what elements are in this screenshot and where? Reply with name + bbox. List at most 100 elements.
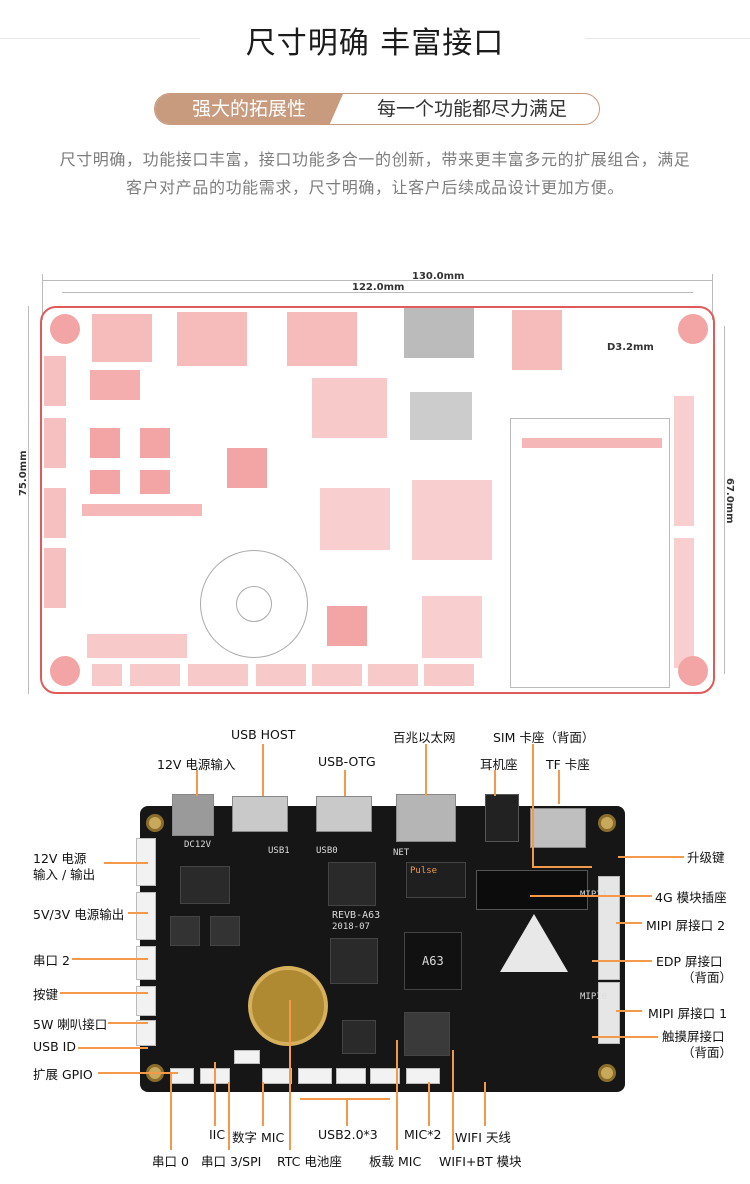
footprint-side bbox=[44, 488, 66, 538]
leader-usb-host bbox=[262, 744, 264, 796]
silk-chip: A63 bbox=[422, 954, 444, 968]
label-key: 按键 bbox=[33, 987, 59, 1002]
footprint-bga-2 bbox=[412, 480, 492, 560]
footprint-comp bbox=[90, 370, 140, 400]
label-speaker: 5W 喇叭接口 bbox=[33, 1017, 108, 1032]
mount-hole bbox=[50, 314, 80, 344]
leader-sim bbox=[532, 744, 534, 866]
board-mount-hole bbox=[146, 814, 164, 832]
footprint-bottom-hdr bbox=[424, 664, 474, 686]
label-power-in: 12V 电源输入 bbox=[157, 757, 236, 772]
label-touch-2: （背面） bbox=[682, 1045, 733, 1060]
label-uart3-spi: 串口 3/SPI bbox=[201, 1154, 262, 1169]
label-digital-mic: 数字 MIC bbox=[232, 1130, 285, 1145]
hdr-power-out bbox=[136, 892, 156, 940]
footprint-bottom-hdr bbox=[368, 664, 418, 686]
board-outline: D3.2mm bbox=[40, 306, 715, 694]
footprint-comp bbox=[90, 470, 120, 494]
leader-rtc bbox=[289, 1000, 291, 1150]
footprint-bottom-hdr bbox=[87, 634, 187, 658]
board-mount-hole bbox=[598, 814, 616, 832]
footprint-bottom-hdr bbox=[188, 664, 248, 686]
leader-uart2 bbox=[72, 958, 148, 960]
usb-otg-port bbox=[316, 796, 372, 832]
silk-usb0: USB0 bbox=[316, 846, 338, 856]
pcb-chip bbox=[180, 866, 230, 904]
dim-label-130: 130.0mm bbox=[412, 271, 465, 282]
footprint-ram bbox=[312, 378, 387, 438]
label-upgrade: 升级键 bbox=[687, 850, 725, 865]
footprint-comp bbox=[140, 428, 170, 458]
footprint-ethernet bbox=[404, 308, 474, 358]
footprint-comp bbox=[82, 504, 202, 516]
wifi-bt-module bbox=[404, 1012, 450, 1056]
leader-sim-h bbox=[532, 866, 592, 868]
silk-mipi0: MIPI0 bbox=[580, 992, 608, 1002]
leader-speaker bbox=[108, 1022, 148, 1024]
hdr-usb-b bbox=[336, 1068, 366, 1084]
label-touch-1: 触摸屏接口 bbox=[662, 1029, 725, 1044]
label-rtc: RTC 电池座 bbox=[277, 1154, 342, 1169]
hdr-iic bbox=[234, 1050, 260, 1064]
dc-jack bbox=[172, 794, 214, 836]
leader-earphone bbox=[494, 770, 496, 796]
dim-line-67 bbox=[724, 326, 725, 674]
dim-label-67: 67.0mm bbox=[724, 478, 735, 524]
footprint-rtc-battery bbox=[200, 550, 308, 658]
hdr-mic2 bbox=[406, 1068, 440, 1084]
mount-hole bbox=[678, 314, 708, 344]
board-photo: DC12V USB1 USB0 NET REVB-A63 2018-07 Pul… bbox=[136, 794, 625, 1092]
mipi1-connector bbox=[598, 982, 620, 1044]
pill-label-left: 强大的拓展性 bbox=[155, 94, 343, 124]
usb-host-port bbox=[232, 796, 288, 832]
footprint-cpu-small bbox=[227, 448, 267, 488]
hdr-uart2 bbox=[136, 946, 156, 980]
tf-slot bbox=[530, 808, 586, 848]
label-usb-host: USB HOST bbox=[231, 727, 296, 742]
dim-label-122: 122.0mm bbox=[352, 282, 405, 293]
label-usb-otg: USB-OTG bbox=[318, 754, 376, 769]
leader-key bbox=[60, 992, 148, 994]
footprint-bottom-hdr bbox=[312, 664, 362, 686]
label-ethernet: 百兆以太网 bbox=[393, 730, 456, 745]
leader-uart0 bbox=[170, 1074, 172, 1150]
label-usb3: USB2.0*3 bbox=[318, 1127, 378, 1142]
label-mic2: MIC*2 bbox=[404, 1127, 442, 1142]
mount-hole bbox=[50, 656, 80, 686]
rtc-battery-holder bbox=[248, 966, 328, 1046]
label-uart0: 串口 0 bbox=[152, 1154, 189, 1169]
footprint-comp bbox=[140, 470, 170, 494]
leader-power-out bbox=[128, 912, 148, 914]
ram-chip bbox=[328, 862, 376, 906]
silk-model: REVB-A63 bbox=[332, 910, 381, 921]
hdr-uart0 bbox=[170, 1068, 194, 1084]
label-uart2: 串口 2 bbox=[33, 953, 70, 968]
footprint-pin-row bbox=[522, 438, 662, 448]
leader-uart3 bbox=[228, 1082, 230, 1150]
pcb-chip bbox=[210, 916, 240, 946]
leader-edp bbox=[592, 960, 652, 962]
footprint-bga-1 bbox=[320, 488, 390, 550]
footprint-4g-slot bbox=[510, 418, 670, 688]
footprint-side bbox=[44, 418, 66, 468]
earphone-jack bbox=[485, 794, 519, 842]
leader-power-io bbox=[104, 862, 148, 864]
leader-wifi-bt bbox=[452, 1050, 454, 1150]
silk-dc: DC12V bbox=[184, 840, 212, 850]
silk-date: 2018-07 bbox=[332, 922, 370, 932]
mipi2-connector bbox=[598, 876, 620, 980]
footprint-module bbox=[410, 392, 472, 440]
footprint-side bbox=[44, 356, 66, 406]
leader-onboard-mic bbox=[396, 1040, 398, 1150]
title-divider-right bbox=[585, 38, 750, 39]
leader-4g bbox=[530, 895, 652, 897]
label-power-out: 5V/3V 电源输出 bbox=[33, 907, 125, 922]
cpu-chip bbox=[404, 932, 462, 990]
leader-tf bbox=[558, 770, 560, 804]
description-text: 尺寸明确，功能接口丰富，接口功能多合一的创新，带来更丰富多元的扩展组合，满足客户… bbox=[59, 150, 691, 197]
label-mipi1: MIPI 屏接口 1 bbox=[648, 1006, 728, 1021]
feature-pill: 强大的拓展性 每一个功能都尽力满足 bbox=[154, 93, 600, 125]
emmc-chip bbox=[330, 938, 378, 984]
label-gpio: 扩展 GPIO bbox=[33, 1067, 93, 1082]
4g-slot bbox=[476, 870, 588, 910]
